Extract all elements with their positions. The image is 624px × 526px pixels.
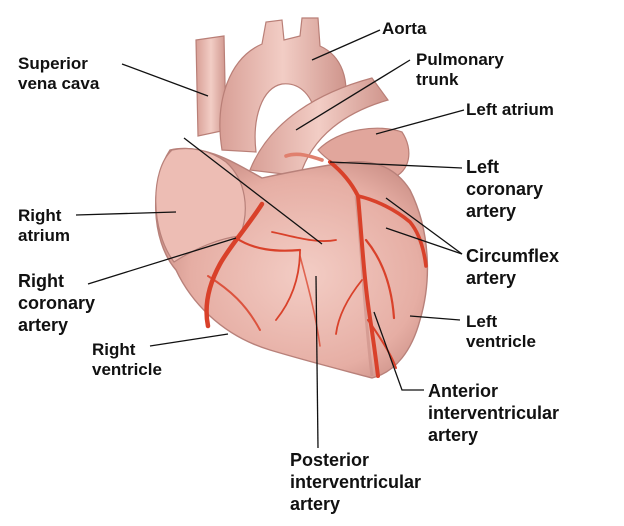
coronary-arteries xyxy=(204,152,428,378)
posterior-extra-leader xyxy=(183,137,323,245)
right-coronary-artery-vessel xyxy=(204,201,265,329)
left-ventricle-leader xyxy=(409,315,461,321)
label-circumflex-artery: Circumflex artery xyxy=(466,246,560,288)
label-pulmonary-trunk: Pulmonary trunk xyxy=(416,50,504,89)
pulmonary-trunk-shape xyxy=(249,77,389,177)
av-branch-1 xyxy=(364,238,396,320)
left-atrium-leader xyxy=(375,109,465,135)
superior-vena-cava-leader xyxy=(121,63,209,97)
right-marginal-branch xyxy=(234,236,302,252)
leader-lines xyxy=(75,29,465,449)
anterior-interventricular-artery-leader xyxy=(373,311,424,391)
right-coronary-artery-leader xyxy=(87,237,237,285)
right-ventricle-leader xyxy=(149,333,229,347)
left-coronary-artery-leader xyxy=(329,161,463,169)
label-aorta: Aorta xyxy=(382,19,427,38)
posterior-interventricular-artery-vessel xyxy=(299,255,321,347)
circumflex-artery-leader-1 xyxy=(385,197,463,255)
posterior-interventricular-artery-leader xyxy=(315,275,319,449)
pulmonary-trunk-leader xyxy=(295,59,411,131)
circumflex-artery-vessel xyxy=(356,194,428,268)
label-left-coronary-artery: Left coronary artery xyxy=(466,157,544,221)
right-atrium-leader xyxy=(75,211,177,216)
label-anterior-interventricular-artery: Anterior interventricular artery xyxy=(428,381,560,445)
anterior-interventricular-artery-vessel xyxy=(356,194,380,378)
av-branch-3 xyxy=(367,319,397,369)
label-left-atrium: Left atrium xyxy=(466,100,554,119)
label-right-atrium: Right atrium xyxy=(18,206,70,245)
label-superior-vena-cava: Superior vena cava xyxy=(18,54,100,93)
aorta-leader xyxy=(311,29,381,61)
av-branch-2 xyxy=(335,279,363,335)
label-left-ventricle: Left ventricle xyxy=(466,312,536,351)
label-right-ventricle: Right ventricle xyxy=(92,340,162,379)
aorta-shape xyxy=(219,17,347,153)
label-posterior-interventricular-artery: Posterior interventricular artery xyxy=(290,450,422,514)
left-coronary-artery-vessel xyxy=(328,160,360,198)
circumflex-artery-leader-2 xyxy=(385,227,463,255)
label-right-coronary-artery: Right coronary artery xyxy=(18,271,96,335)
